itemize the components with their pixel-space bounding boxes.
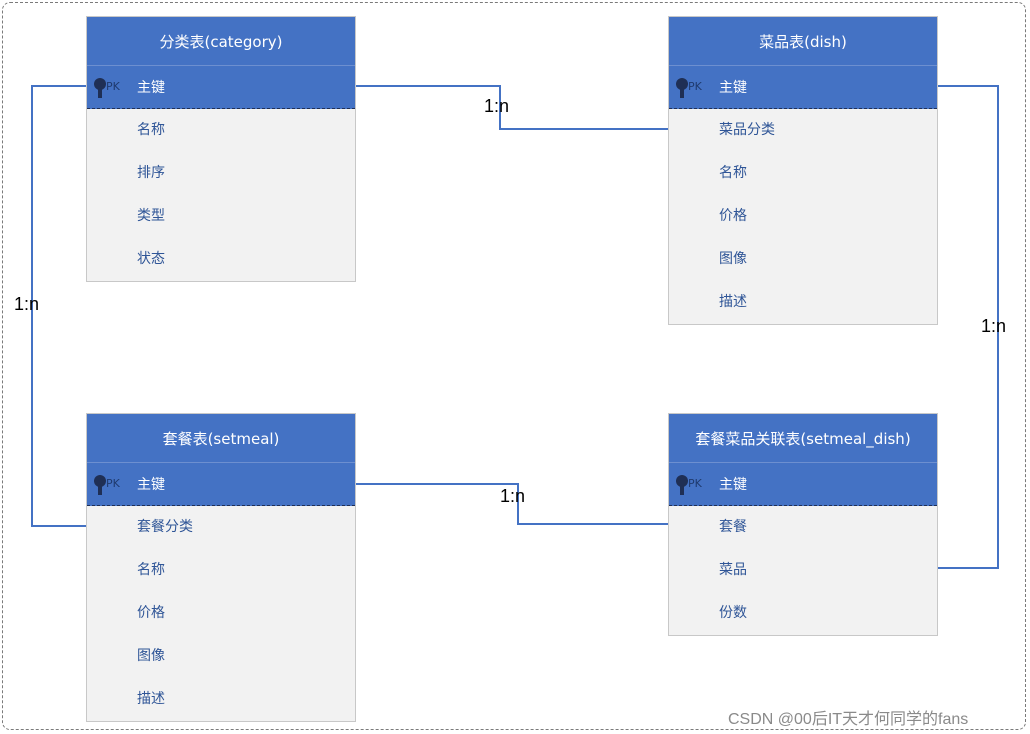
pk-label: 主键	[137, 80, 165, 96]
entity-setmeal-dish: 套餐菜品关联表(setmeal_dish) PK 主键 套餐 菜品 份数	[668, 413, 938, 636]
field: 名称	[719, 165, 747, 181]
primary-key-row: PK 主键	[87, 463, 355, 506]
field: 价格	[719, 208, 747, 224]
cardinality-category-setmeal: 1:n	[14, 294, 40, 314]
primary-key-row: PK 主键	[669, 66, 937, 109]
connector-dish-setmeal-dish	[938, 85, 999, 569]
pk-badge: PK	[688, 80, 702, 93]
key-icon	[94, 475, 106, 495]
entity-title: 分类表(category)	[87, 17, 355, 66]
primary-key-row: PK 主键	[669, 463, 937, 506]
cardinality-setmeal-setmeal-dish: 1:n	[500, 486, 526, 506]
field: 套餐分类	[137, 519, 193, 535]
field: 名称	[137, 562, 165, 578]
field: 类型	[137, 208, 165, 224]
cardinality-dish-setmeal-dish: 1:n	[981, 316, 1007, 336]
key-icon	[676, 78, 688, 98]
field: 名称	[137, 122, 165, 138]
pk-label: 主键	[719, 80, 747, 96]
field: 状态	[137, 251, 165, 267]
watermark: CSDN @00后IT天才何同学的fans	[728, 711, 969, 728]
pk-badge: PK	[106, 80, 120, 93]
cardinality-category-dish: 1:n	[484, 96, 510, 116]
field: 菜品	[719, 562, 747, 578]
field: 份数	[719, 605, 747, 621]
entity-category: 分类表(category) PK 主键 名称 排序 类型 状态	[86, 16, 356, 282]
connector-category-setmeal	[31, 85, 86, 527]
entity-title: 套餐表(setmeal)	[87, 414, 355, 463]
field: 菜品分类	[719, 122, 775, 138]
pk-label: 主键	[719, 477, 747, 493]
entity-title: 菜品表(dish)	[669, 17, 937, 66]
connector-setmeal-setmeal-dish	[356, 483, 668, 525]
field: 价格	[137, 605, 165, 621]
field: 图像	[719, 251, 747, 267]
field: 套餐	[719, 519, 747, 535]
entity-dish: 菜品表(dish) PK 主键 菜品分类 名称 价格 图像 描述	[668, 16, 938, 325]
field: 描述	[137, 691, 165, 707]
pk-badge: PK	[688, 477, 702, 490]
pk-badge: PK	[106, 477, 120, 490]
key-icon	[676, 475, 688, 495]
field: 描述	[719, 294, 747, 310]
primary-key-row: PK 主键	[87, 66, 355, 109]
field: 图像	[137, 648, 165, 664]
entity-title: 套餐菜品关联表(setmeal_dish)	[669, 414, 937, 463]
key-icon	[94, 78, 106, 98]
connector-category-dish	[356, 85, 668, 130]
pk-label: 主键	[137, 477, 165, 493]
field: 排序	[137, 165, 165, 181]
entity-setmeal: 套餐表(setmeal) PK 主键 套餐分类 名称 价格 图像 描述	[86, 413, 356, 722]
